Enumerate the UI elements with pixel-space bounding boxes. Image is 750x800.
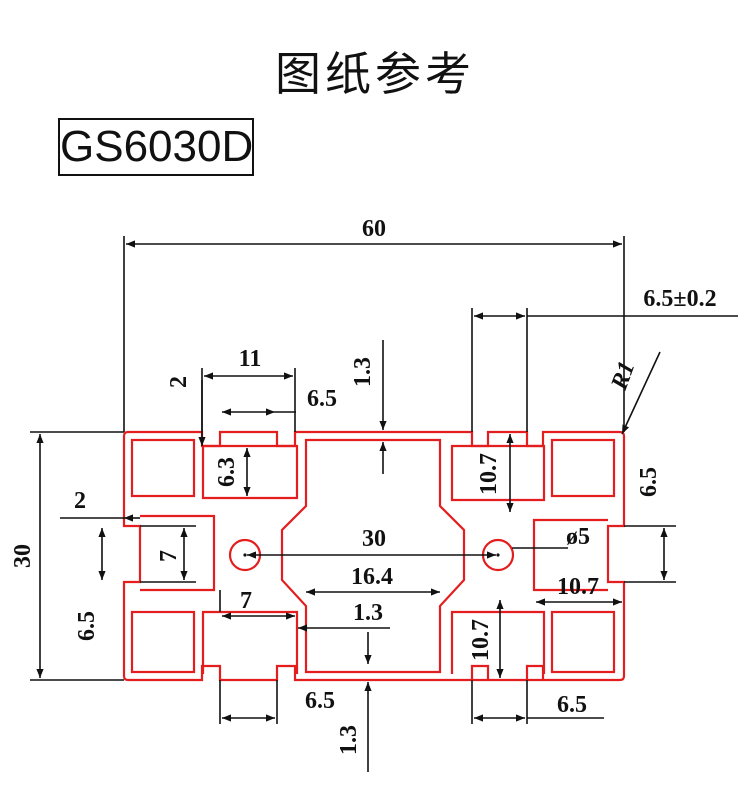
dim-top-slot: 6.5 [307,386,337,412]
profile-outline [122,430,626,682]
dim-bottom-wall: 1.3 [336,725,362,755]
cavity-top-left [130,438,196,498]
slot-right [532,518,608,592]
dim-inner-wall: 1.3 [353,600,383,626]
slot-bottom-left [201,610,299,674]
model-label: GS6030D [58,118,254,176]
dim-bottom-slot-left: 6.5 [305,688,335,714]
slot-bottom-right [450,610,546,674]
dim-radius: R1 [606,358,640,394]
central-cavity [280,438,466,674]
dim-inner-width: 16.4 [351,564,393,590]
dim-top-span: 11 [239,346,262,372]
dim-slot-opening-tol: 6.5±0.2 [643,286,716,312]
dim-lower-slot-depth: 10.7 [468,619,494,661]
dim-hole-spacing: 30 [362,526,386,552]
dim-top-wall: 1.3 [350,357,376,387]
dim-bottom-slot-right: 6.5 [557,692,587,718]
dim-overall-width: 60 [362,216,386,242]
dim-left-slot: 6.5 [74,611,100,641]
dim-left-depth: 7 [156,550,182,562]
outer-contour [122,430,626,682]
dimension-lines [30,236,738,772]
dim-slot-depth: 10.7 [476,453,502,495]
cavity-top-right [550,438,616,498]
dim-bottom-depth: 7 [240,588,252,614]
cavity-bottom-left [130,610,196,674]
dim-top-depth: 6.3 [214,457,240,487]
slot-top-left [201,444,299,500]
dim-overall-height: 30 [10,544,36,568]
cavity-bottom-right [550,610,616,674]
dim-hole-diameter: ø5 [566,524,590,550]
dim-right-height: 6.5 [636,467,662,497]
dimension-labels: 60 6.5±0.2 11 2 6.5 1.3 R1 6.3 10.7 6.5 … [10,216,717,755]
dim-top-lip: 2 [166,376,192,388]
page-title: 图纸参考 [275,47,475,101]
dim-left-lip: 2 [74,488,86,514]
slot-left [140,514,216,592]
dim-right-depth: 10.7 [557,574,599,600]
